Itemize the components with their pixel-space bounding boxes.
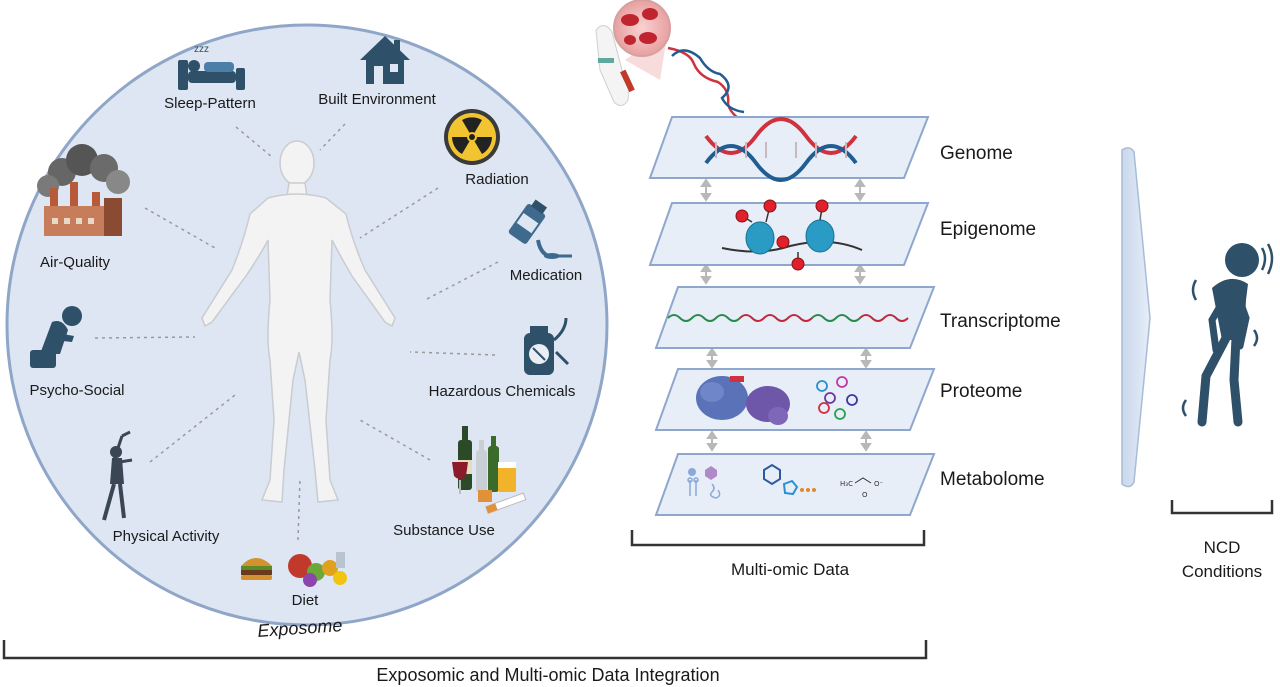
sleep-bed-icon: zzz	[178, 44, 245, 90]
factor-label: Medication	[510, 267, 583, 284]
radiation-icon	[444, 109, 500, 165]
double-arrow-icon	[706, 430, 872, 452]
layer-plane	[654, 286, 936, 349]
layer-label: Genome	[940, 143, 1013, 164]
factor-label: Physical Activity	[113, 528, 220, 545]
multiomic-panel: Genome Epigenome	[630, 116, 1061, 579]
integration-title: Exposomic and Multi-omic Data Integratio…	[376, 665, 719, 685]
ncd-panel: NCD Conditions	[1170, 243, 1274, 581]
nucleosome-methylation-icon	[721, 199, 863, 271]
dna-helix-icon	[704, 117, 858, 182]
alcohol-cigarette-icon	[452, 426, 527, 514]
human-body-icon	[201, 140, 396, 503]
layer-genome: Genome	[648, 116, 1013, 182]
rna-strand-icon	[667, 314, 909, 322]
factor-psycho-social: Psycho-Social	[29, 306, 125, 399]
svg-text:O⁻: O⁻	[874, 480, 884, 488]
layer-label: Transcriptome	[940, 311, 1061, 332]
integration-bracket	[2, 640, 928, 660]
factor-label: Hazardous Chemicals	[429, 383, 576, 400]
factory-smoke-icon	[37, 144, 130, 236]
layer-label: Proteome	[940, 381, 1022, 402]
layer-epigenome: Epigenome	[648, 199, 1036, 271]
layer-metabolome: H₃C O O⁻ Metabolome	[654, 453, 1045, 516]
medication-bottle-icon	[508, 199, 572, 259]
multiomic-bracket	[630, 530, 926, 547]
progression-arrow	[1121, 147, 1151, 488]
layer-plane	[648, 202, 930, 266]
factor-label: Sleep-Pattern	[164, 95, 256, 112]
factor-label: Air-Quality	[40, 254, 111, 271]
blood-draw-arm-icon	[595, 25, 635, 106]
chevron-right-icon	[1121, 147, 1151, 488]
distressed-person-icon	[30, 306, 82, 368]
layer-transcriptome: Transcriptome	[654, 286, 1061, 349]
layer-label: Epigenome	[940, 219, 1036, 240]
layer-connector-arrows	[700, 178, 872, 452]
blood-cells-icon	[613, 0, 671, 80]
double-arrow-icon	[706, 347, 872, 369]
factor-physical-activity: Physical Activity	[102, 430, 220, 545]
dna-strand-icon	[667, 46, 745, 119]
double-arrow-icon	[700, 178, 866, 202]
factor-label: Radiation	[465, 171, 528, 188]
factor-air-quality: Air-Quality	[37, 144, 130, 271]
factor-smoke-group	[37, 144, 130, 236]
metabolite-molecules-icon: H₃C O O⁻	[687, 463, 884, 499]
factor-medication: Medication	[508, 199, 583, 284]
svg-text:zzz: zzz	[194, 44, 209, 55]
layer-plane	[648, 116, 930, 179]
svg-text:H₃C: H₃C	[840, 480, 853, 488]
connector-lines	[94, 123, 499, 541]
multiomic-caption: Multi-omic Data	[731, 560, 850, 579]
ill-person-icon	[1181, 243, 1274, 427]
factor-label: Substance Use	[393, 522, 495, 539]
ncd-caption-line1: NCD	[1204, 538, 1241, 557]
factor-sleep-pattern: zzz Sleep-Pattern	[164, 44, 256, 112]
factor-radiation: Radiation	[444, 109, 529, 188]
ncd-caption-line2: Conditions	[1182, 562, 1262, 581]
double-arrow-icon	[700, 263, 866, 285]
exercising-person-icon	[102, 430, 133, 521]
factor-substance-use: Substance Use	[393, 426, 527, 539]
factor-built-environment: Built Environment	[318, 36, 437, 108]
factor-label: Diet	[292, 592, 320, 609]
blood-sample-group	[595, 0, 745, 119]
factor-diet: Diet	[241, 552, 347, 609]
factor-label: Psycho-Social	[29, 382, 124, 399]
food-icon	[241, 552, 347, 587]
svg-text:O: O	[862, 491, 868, 499]
exposome-panel: zzz Sleep-Pattern Built Environment	[5, 23, 609, 641]
layer-proteome: Proteome	[654, 368, 1022, 431]
layer-label: Metabolome	[940, 469, 1045, 490]
factor-label: Built Environment	[318, 91, 436, 108]
protein-structure-icon	[696, 376, 858, 425]
house-icon	[360, 36, 410, 84]
integration-section: Exposomic and Multi-omic Data Integratio…	[2, 640, 928, 685]
factor-hazardous-chemicals: Hazardous Chemicals	[429, 317, 576, 400]
ncd-bracket	[1170, 500, 1274, 515]
sprayer-icon	[524, 317, 570, 375]
